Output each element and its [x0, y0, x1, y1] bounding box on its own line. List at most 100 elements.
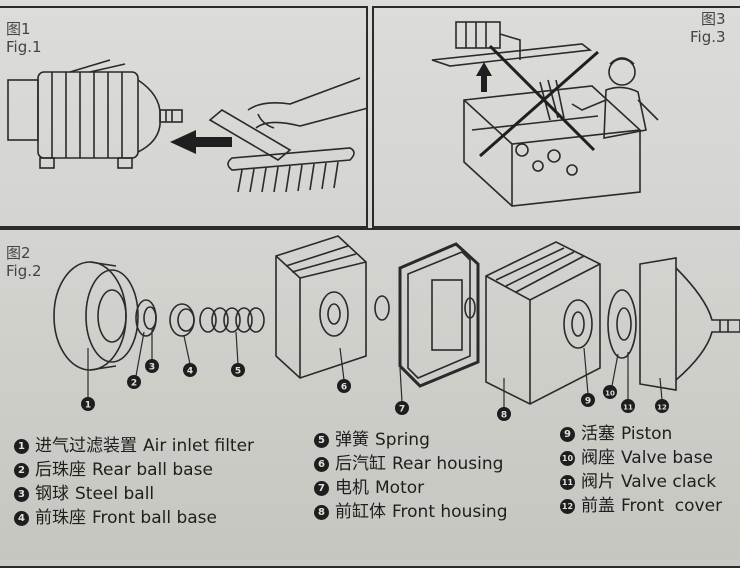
- fig2-label: 图2 Fig.2: [6, 244, 42, 280]
- part-valve-drawing: [607, 289, 637, 359]
- fig3-aquarium-drawing: [431, 21, 659, 207]
- fig2-exploded-view: 1 2 3 4 5 6 7 8 9 10 11 12: [53, 235, 740, 421]
- part-rear-housing-drawing: [275, 235, 367, 379]
- legend-item: 7 电机 Motor: [314, 476, 508, 500]
- svg-text:10: 10: [605, 390, 615, 398]
- part-front-housing-drawing: [485, 241, 601, 405]
- legend-number-badge: 7: [314, 480, 329, 496]
- callout-9: 9: [581, 393, 595, 407]
- svg-text:2: 2: [131, 379, 137, 389]
- callout-5: 5: [231, 363, 245, 377]
- callout-4: 4: [183, 363, 197, 377]
- svg-text:1: 1: [85, 401, 91, 411]
- legend-cn: 前盖: [581, 495, 615, 516]
- fig1-label: 图1 Fig.1: [6, 20, 42, 56]
- parts-legend-col-3: 9 活塞 Piston 10 阀座 Valve base 11 阀片 Valve…: [560, 422, 722, 518]
- callout-2: 2: [127, 375, 141, 389]
- legend-cn: 钢球: [35, 483, 69, 504]
- svg-text:11: 11: [623, 404, 633, 412]
- fig1-arrow: [170, 130, 232, 154]
- fig1-label-en: Fig.1: [6, 38, 42, 56]
- legend-en: Motor: [375, 477, 425, 498]
- part-air-inlet-filter-drawing: [53, 261, 139, 371]
- legend-cn: 阀座: [581, 447, 615, 468]
- legend-number-badge: 6: [314, 456, 329, 472]
- fig1-pump-drawing: [7, 59, 183, 169]
- legend-item: 9 活塞 Piston: [560, 422, 722, 446]
- legend-item: 6 后汽缸 Rear housing: [314, 452, 508, 476]
- legend-item: 11 阀片 Valve clack: [560, 470, 722, 494]
- part-spring-drawing: [199, 307, 265, 333]
- legend-number-badge: 2: [14, 462, 29, 478]
- legend-en: Rear ball base: [92, 459, 213, 480]
- legend-item: 2 后珠座 Rear ball base: [14, 458, 254, 482]
- fig2-label-cn: 图2: [6, 244, 31, 262]
- legend-cn: 前珠座: [35, 507, 86, 528]
- legend-en: Front housing: [392, 501, 508, 522]
- fig1-panel: [0, 6, 368, 228]
- legend-cn: 前缸体: [335, 501, 386, 522]
- fig1-illustration: [7, 59, 369, 193]
- legend-en: Spring: [375, 429, 430, 450]
- legend-number-badge: 12: [560, 498, 575, 514]
- part-rear-ball-base-drawing: [135, 299, 157, 337]
- fig1-label-cn: 图1: [6, 20, 31, 38]
- legend-cn: 阀片: [581, 471, 615, 492]
- callout-3: 3: [145, 359, 159, 373]
- legend-en: Rear housing: [392, 453, 504, 474]
- legend-item: 8 前缸体 Front housing: [314, 500, 508, 524]
- legend-number-badge: 4: [14, 510, 29, 526]
- svg-text:9: 9: [585, 397, 591, 407]
- legend-number-badge: 10: [560, 450, 575, 466]
- callout-6: 6: [337, 379, 351, 393]
- legend-cn: 进气过滤装置: [35, 435, 137, 456]
- legend-item: 3 钢球 Steel ball: [14, 482, 254, 506]
- fig3-label-cn: 图3: [701, 10, 726, 28]
- fig3-label-en: Fig.3: [690, 28, 726, 46]
- fig3-panel: [372, 6, 740, 228]
- legend-number-badge: 5: [314, 432, 329, 448]
- svg-text:4: 4: [187, 367, 193, 377]
- legend-item: 5 弹簧 Spring: [314, 428, 508, 452]
- legend-en: Front cover: [621, 495, 723, 516]
- part-front-cover-drawing: [639, 257, 740, 391]
- callout-1: 1: [81, 397, 95, 411]
- legend-number-badge: 8: [314, 504, 329, 520]
- part-front-ball-base-drawing: [169, 303, 195, 337]
- fig2-label-en: Fig.2: [6, 262, 42, 280]
- fig1-hand-drawing: [208, 77, 369, 193]
- fig3-prohibited-cross: [479, 44, 599, 158]
- legend-number-badge: 11: [560, 474, 575, 490]
- legend-en: Valve base: [621, 447, 713, 468]
- parts-legend-col-1: 1 进气过滤装置 Air inlet filter 2 后珠座 Rear bal…: [14, 434, 254, 530]
- fig3-illustration: [431, 21, 659, 207]
- svg-text:5: 5: [235, 367, 241, 377]
- legend-item: 10 阀座 Valve base: [560, 446, 722, 470]
- svg-text:7: 7: [399, 405, 405, 415]
- legend-cn: 后珠座: [35, 459, 86, 480]
- callout-11: 11: [621, 399, 635, 413]
- legend-en: Front ball base: [92, 507, 217, 528]
- svg-text:3: 3: [149, 363, 155, 373]
- legend-cn: 电机: [335, 477, 369, 498]
- legend-en: Piston: [621, 423, 673, 444]
- legend-cn: 后汽缸: [335, 453, 386, 474]
- legend-number-badge: 9: [560, 426, 575, 442]
- callout-8: 8: [497, 407, 511, 421]
- callout-10: 10: [603, 385, 617, 399]
- fig2-callouts: 1 2 3 4 5 6 7 8 9 10 11 12: [81, 359, 669, 421]
- svg-text:12: 12: [657, 404, 667, 412]
- part-motor-drawing: [374, 242, 480, 388]
- legend-item: 12 前盖 Front cover: [560, 494, 722, 518]
- fig3-label: 图3 Fig.3: [690, 10, 726, 46]
- legend-number-badge: 1: [14, 438, 29, 454]
- svg-text:8: 8: [501, 411, 507, 421]
- legend-cn: 活塞: [581, 423, 615, 444]
- legend-number-badge: 3: [14, 486, 29, 502]
- legend-item: 4 前珠座 Front ball base: [14, 506, 254, 530]
- svg-text:6: 6: [341, 383, 347, 393]
- parts-legend-col-2: 5 弹簧 Spring 6 后汽缸 Rear housing 7 电机 Moto…: [314, 428, 508, 524]
- legend-en: Steel ball: [75, 483, 155, 504]
- legend-item: 1 进气过滤装置 Air inlet filter: [14, 434, 254, 458]
